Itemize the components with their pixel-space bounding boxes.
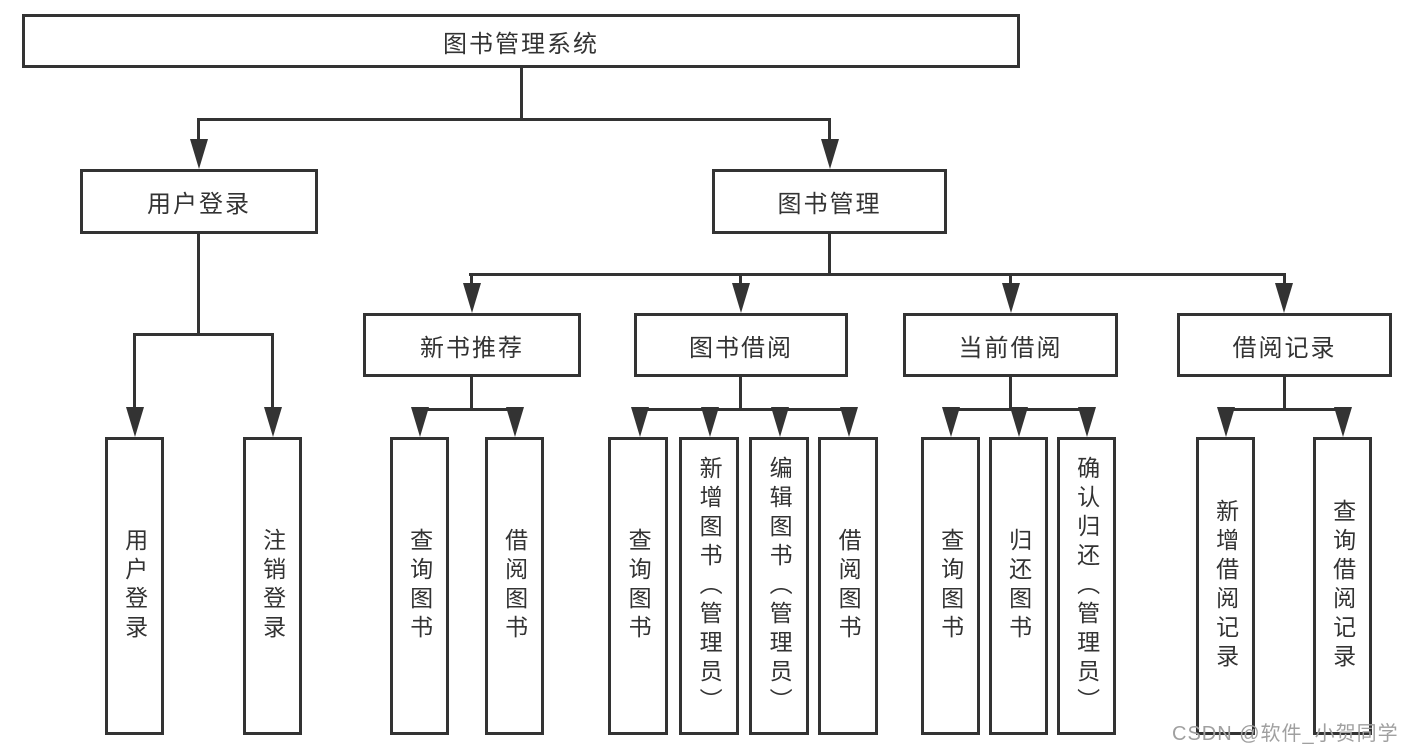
node-user-login-label: 用户登录 xyxy=(147,191,251,218)
arrow-down-icon xyxy=(1217,407,1235,437)
leaf-borrow-books-recommend: 借阅图书 xyxy=(485,437,544,735)
arrow-down-icon xyxy=(771,407,789,437)
node-new-book-recommend: 新书推荐 xyxy=(363,313,581,377)
arrow-down-icon xyxy=(126,407,144,437)
node-book-borrow-label: 图书借阅 xyxy=(689,334,793,362)
arrow-down-icon xyxy=(463,283,481,313)
leaf-logout: 注销登录 xyxy=(243,437,302,735)
leaf-query-books-recommend-label: 查询图书 xyxy=(406,528,433,644)
connector-line xyxy=(197,234,200,333)
connector-line xyxy=(1283,273,1286,287)
arrow-down-icon xyxy=(1010,407,1028,437)
leaf-add-borrow-record: 新增借阅记录 xyxy=(1196,437,1255,735)
arrow-down-icon xyxy=(840,407,858,437)
node-new-book-recommend-label: 新书推荐 xyxy=(420,334,524,362)
leaf-query-borrow-record: 查询借阅记录 xyxy=(1313,437,1372,735)
leaf-borrow-book: 借阅图书 xyxy=(818,437,878,735)
leaf-query-books-current: 查询图书 xyxy=(921,437,980,735)
connector-line xyxy=(133,333,136,411)
arrow-down-icon xyxy=(264,407,282,437)
node-borrow-records-label: 借阅记录 xyxy=(1232,334,1337,362)
leaf-confirm-return-admin-label: 确认归还（管理员） xyxy=(1073,455,1100,717)
connector-line xyxy=(271,333,274,411)
leaf-add-borrow-record-label: 新增借阅记录 xyxy=(1212,499,1239,673)
leaf-logout-label: 注销登录 xyxy=(259,528,286,644)
node-user-login: 用户登录 xyxy=(80,169,318,234)
connector-line xyxy=(739,377,742,408)
connector-line xyxy=(197,118,200,144)
arrow-down-icon xyxy=(631,407,649,437)
leaf-confirm-return-admin: 确认归还（管理员） xyxy=(1057,437,1116,735)
leaf-borrow-books-recommend-label: 借阅图书 xyxy=(501,528,528,644)
node-book-management-label: 图书管理 xyxy=(777,191,882,218)
connector-line xyxy=(1224,408,1344,411)
leaf-user-login: 用户登录 xyxy=(105,437,164,735)
connector-line xyxy=(1283,377,1286,408)
connector-line xyxy=(1009,273,1012,287)
connector-line xyxy=(470,273,473,287)
arrow-down-icon xyxy=(942,407,960,437)
leaf-edit-book-admin: 编辑图书（管理员） xyxy=(749,437,809,735)
arrow-down-icon xyxy=(506,407,524,437)
node-current-borrow: 当前借阅 xyxy=(903,313,1118,377)
connector-line xyxy=(638,408,850,411)
leaf-borrow-book-label: 借阅图书 xyxy=(835,528,862,644)
arrow-down-icon xyxy=(1334,407,1352,437)
arrow-down-icon xyxy=(190,139,208,169)
connector-line xyxy=(828,118,831,144)
connector-line xyxy=(418,408,516,411)
connector-line xyxy=(469,273,1286,276)
arrow-down-icon xyxy=(821,139,839,169)
arrow-down-icon xyxy=(1002,283,1020,313)
leaf-add-book-admin-label: 新增图书（管理员） xyxy=(696,455,723,717)
node-root: 图书管理系统 xyxy=(22,14,1020,68)
leaf-query-books-borrow-label: 查询图书 xyxy=(625,528,652,644)
connector-line xyxy=(1009,377,1012,408)
leaf-query-books-borrow: 查询图书 xyxy=(608,437,668,735)
leaf-return-book-label: 归还图书 xyxy=(1005,528,1032,644)
leaf-user-login-label: 用户登录 xyxy=(121,528,148,644)
node-book-management: 图书管理 xyxy=(712,169,947,234)
watermark: CSDN @软件_小贺同学 xyxy=(1172,723,1399,745)
leaf-query-books-recommend: 查询图书 xyxy=(390,437,449,735)
node-current-borrow-label: 当前借阅 xyxy=(958,334,1063,362)
arrow-down-icon xyxy=(732,283,750,313)
connector-line xyxy=(828,234,831,273)
arrow-down-icon xyxy=(1275,283,1293,313)
connector-line xyxy=(198,118,831,121)
node-root-label: 图书管理系统 xyxy=(443,30,599,58)
connector-line xyxy=(520,68,523,118)
arrow-down-icon xyxy=(701,407,719,437)
leaf-return-book: 归还图书 xyxy=(989,437,1048,735)
arrow-down-icon xyxy=(411,407,429,437)
leaf-query-borrow-record-label: 查询借阅记录 xyxy=(1329,499,1356,673)
leaf-add-book-admin: 新增图书（管理员） xyxy=(679,437,739,735)
connector-line xyxy=(739,273,742,287)
connector-line xyxy=(133,333,274,336)
connector-line xyxy=(470,377,473,408)
leaf-edit-book-admin-label: 编辑图书（管理员） xyxy=(766,455,793,717)
node-borrow-records: 借阅记录 xyxy=(1177,313,1392,377)
node-book-borrow: 图书借阅 xyxy=(634,313,848,377)
arrow-down-icon xyxy=(1078,407,1096,437)
leaf-query-books-current-label: 查询图书 xyxy=(937,528,964,644)
